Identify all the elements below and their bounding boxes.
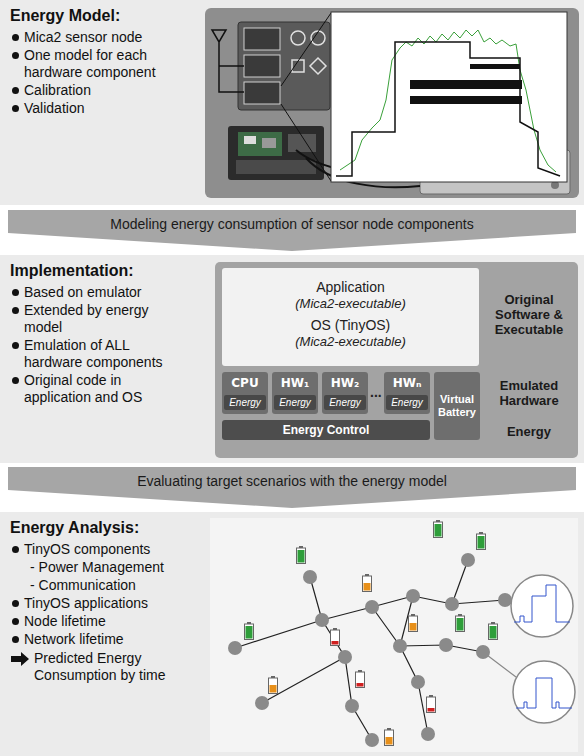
software-note: (Mica2-executable)	[295, 334, 406, 350]
item-text: Original code in application and OS	[24, 372, 180, 406]
bullet-dot	[12, 342, 19, 349]
text-column: Energy Analysis: TinyOS components- Power…	[10, 518, 200, 685]
software-note: (Mica2-executable)	[295, 296, 406, 312]
sub-item-text: - Communication	[30, 577, 200, 594]
panel-ground	[0, 0, 584, 205]
network-illustration	[210, 518, 578, 752]
item-text: TinyOS components	[24, 541, 200, 558]
box3-node: Original Software & ExecutableEmulated H…	[215, 262, 578, 458]
control-text: Energy Control	[283, 423, 370, 437]
hardware-name: HW₂	[324, 375, 366, 391]
band-node: Evaluating target scenarios with the ene…	[0, 464, 584, 510]
panel-heading: Implementation:	[10, 261, 180, 280]
item-text: Node lifetime	[24, 613, 200, 630]
app-node: Application(Mica2-executable)OS (TinyOS)…	[222, 268, 479, 366]
panel-node: Energy Model: Mica2 sensor nodeOne model …	[0, 0, 584, 205]
arrow-symbol	[10, 652, 30, 666]
bullet-dot	[12, 618, 19, 625]
energy-tag: Energy	[224, 395, 266, 410]
software-name: Application	[316, 279, 385, 296]
bullet-dot	[12, 307, 19, 314]
item-text: Predicted Energy Consumption by time	[34, 650, 200, 684]
bullet-dot	[12, 34, 19, 41]
item-text: Network lifetime	[24, 631, 200, 648]
text-column: Energy Model: Mica2 sensor nodeOne model …	[10, 6, 198, 118]
measurement-illustration	[205, 8, 579, 198]
item-text: TinyOS applications	[24, 595, 200, 612]
ctrl-node: Energy Control	[222, 420, 430, 440]
item-text: Based on emulator	[24, 284, 180, 301]
hw-node: HWₙEnergy	[384, 372, 430, 414]
energy-tag: Energy	[324, 395, 366, 410]
panel-ground	[0, 512, 584, 756]
item-text: Validation	[24, 100, 198, 117]
panel-ground	[0, 255, 584, 463]
panel-node: Energy Analysis: TinyOS components- Power…	[0, 512, 584, 756]
item-text: Calibration	[24, 82, 198, 99]
list-item: TinyOS applications	[10, 595, 200, 612]
item-text: One model for each hardware component	[24, 47, 198, 81]
list-item: Extended by energy model	[10, 302, 180, 336]
bat-node: Virtual Battery	[434, 372, 480, 440]
list-item: Calibration	[10, 82, 198, 99]
list-item: Validation	[10, 100, 198, 117]
bullet-dot	[12, 377, 19, 384]
item-text: Mica2 sensor node	[24, 29, 198, 46]
band-text: Evaluating target scenarios with the ene…	[0, 473, 584, 489]
list-item: Emulation of ALL hardware components	[10, 337, 180, 371]
list-item: Based on emulator	[10, 284, 180, 301]
list-item: Predicted Energy Consumption by time	[10, 650, 200, 684]
panel-node: Implementation: Based on emulatorExtended…	[0, 255, 584, 463]
list-item: Mica2 sensor node	[10, 29, 198, 46]
hw-node: CPU Energy	[222, 372, 268, 414]
arrow-shape	[11, 652, 29, 666]
panel-heading: Energy Analysis:	[10, 518, 200, 537]
layer-label: Energy	[483, 424, 575, 439]
energy-tag: Energy	[274, 395, 316, 410]
list-item: Node lifetime	[10, 613, 200, 630]
hw-node: HW₁ Energy	[272, 372, 318, 414]
layer-label: Emulated Hardware	[483, 378, 575, 408]
layer-label: Original Software & Executable	[483, 292, 575, 337]
bullet-dot	[12, 289, 19, 296]
list-item: Original code in application and OS	[10, 372, 180, 406]
list-item: - Communication	[10, 577, 200, 594]
hardware-name: CPU	[224, 375, 266, 391]
bullet-dot	[12, 52, 19, 59]
bullet-dot	[12, 636, 19, 643]
energy-tag: Energy	[386, 395, 428, 410]
item-text: Emulation of ALL hardware components	[24, 337, 180, 371]
list-item: Network lifetime	[10, 631, 200, 648]
list-item: TinyOS components	[10, 541, 200, 558]
hardware-name: HWₙ	[386, 375, 428, 391]
band-node: Modeling energy consumption of sensor no…	[0, 207, 584, 253]
panel-heading: Energy Model:	[10, 6, 198, 25]
text-column: Implementation: Based on emulatorExtended…	[10, 261, 180, 407]
sub-item-text: - Power Management	[30, 559, 200, 576]
bullet-dot	[12, 87, 19, 94]
list-item: One model for each hardware component	[10, 47, 198, 81]
band-text: Modeling energy consumption of sensor no…	[0, 216, 584, 232]
ellipsis-label: ...	[370, 384, 382, 400]
hardware-name: HW₁	[274, 375, 316, 391]
software-name: OS (TinyOS)	[311, 317, 391, 334]
hw-node: HW₂ Energy	[322, 372, 368, 414]
bullet-dot	[12, 546, 19, 553]
item-text: Extended by energy model	[24, 302, 180, 336]
bullet-dot	[12, 600, 19, 607]
battery-text: Virtual Battery	[435, 393, 479, 419]
list-item: - Power Management	[10, 559, 200, 576]
bullet-dot	[12, 105, 19, 112]
